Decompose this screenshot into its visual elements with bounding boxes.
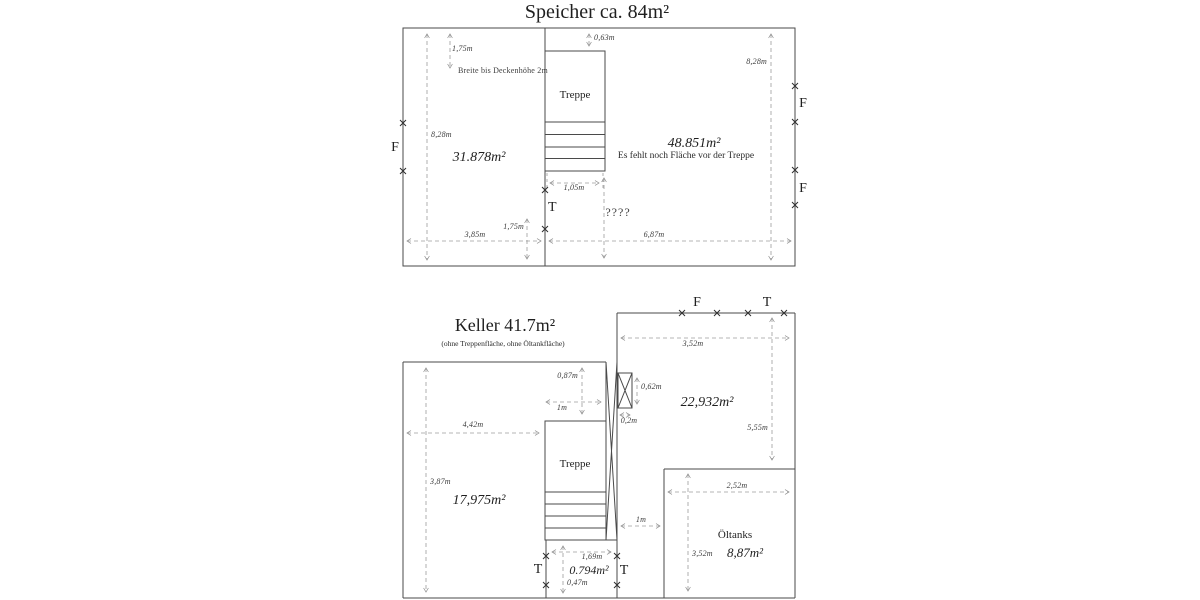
window-label-keller-top: F xyxy=(693,295,701,310)
door-label-vestibule-left: T xyxy=(533,562,543,577)
dim-label-1m-passage: 1m xyxy=(635,515,647,524)
keller-subtitle: (ohne Treppenfläche, ohne Öltankfläche) xyxy=(441,339,565,348)
ceiling-height-note: Breite bis Deckenhöhe 2m xyxy=(458,66,548,75)
dim-label-385: 3,85m xyxy=(464,230,486,239)
keller-left-area: 17,975m² xyxy=(452,493,506,508)
dim-label-175-top: 1,75m xyxy=(452,44,473,53)
door-label-vestibule-right: T xyxy=(619,563,629,578)
speicher-right-area: 48.851m² xyxy=(667,136,721,151)
dim-label-1m-top: 1m xyxy=(556,403,568,412)
dim-label-169: 1,69m xyxy=(581,552,603,561)
keller-dimension-lines xyxy=(406,317,790,594)
dim-label-828-right: 8,28m xyxy=(746,57,767,66)
oiltank-room-label: Öltanks xyxy=(717,529,753,541)
speicher-dimension-lines xyxy=(406,33,792,261)
keller-opening-marks xyxy=(542,309,788,589)
dim-label-828-left: 8,28m xyxy=(431,130,452,139)
dim-label-105: 1,05m xyxy=(563,183,585,192)
door-label-center: T xyxy=(548,200,557,215)
dim-label-555: 5,55m xyxy=(747,423,768,432)
keller-right-area: 22,932m² xyxy=(680,395,734,410)
dim-label-442: 4,42m xyxy=(462,420,484,429)
dim-label-352-right: 3,52m xyxy=(692,549,713,558)
keller-stairs-label: Treppe xyxy=(559,458,591,470)
door-label-keller-top: T xyxy=(762,295,772,310)
speicher-opening-marks xyxy=(399,82,799,233)
stair-void-diagonal xyxy=(605,361,618,541)
keller-stairs-box xyxy=(544,420,607,541)
dim-label-175-bottom: 1,75m xyxy=(503,222,524,231)
speicher-title: Speicher ca. 84m² xyxy=(524,1,670,23)
dim-label-387: 3,87m xyxy=(430,477,451,486)
keller-title: Keller 41.7m² xyxy=(454,315,556,335)
keller-walls xyxy=(402,312,796,599)
speicher-stairs-label: Treppe xyxy=(559,89,591,101)
window-label-right-bottom: F xyxy=(799,181,807,196)
speicher-stairs-box xyxy=(544,50,606,172)
unknown-dim-label: ???? xyxy=(605,205,631,219)
dim-label-063: 0,63m xyxy=(594,33,615,42)
dim-label-062: 0,62m xyxy=(641,382,662,391)
dim-label-687: 6,87m xyxy=(643,230,665,239)
dim-label-352-top: 3,52m xyxy=(682,339,704,348)
speicher-right-note: Es fehlt noch Fläche vor der Treppe xyxy=(617,151,755,161)
duct-box xyxy=(617,372,633,409)
dim-label-252: 2,52m xyxy=(726,481,748,490)
speicher-left-area: 31.878m² xyxy=(452,150,506,165)
dim-label-087: 0,87m xyxy=(557,371,578,380)
window-label-right-top: F xyxy=(799,96,807,111)
vestibule-area: 0.794m² xyxy=(569,563,609,577)
oiltank-room-area: 8,87m² xyxy=(726,545,764,560)
dim-label-047: 0,47m xyxy=(567,578,588,587)
speicher-walls xyxy=(402,27,796,267)
speicher-extension-lines xyxy=(546,173,604,190)
dim-label-02: 0,2m xyxy=(620,416,638,425)
window-label-left: F xyxy=(391,140,399,155)
